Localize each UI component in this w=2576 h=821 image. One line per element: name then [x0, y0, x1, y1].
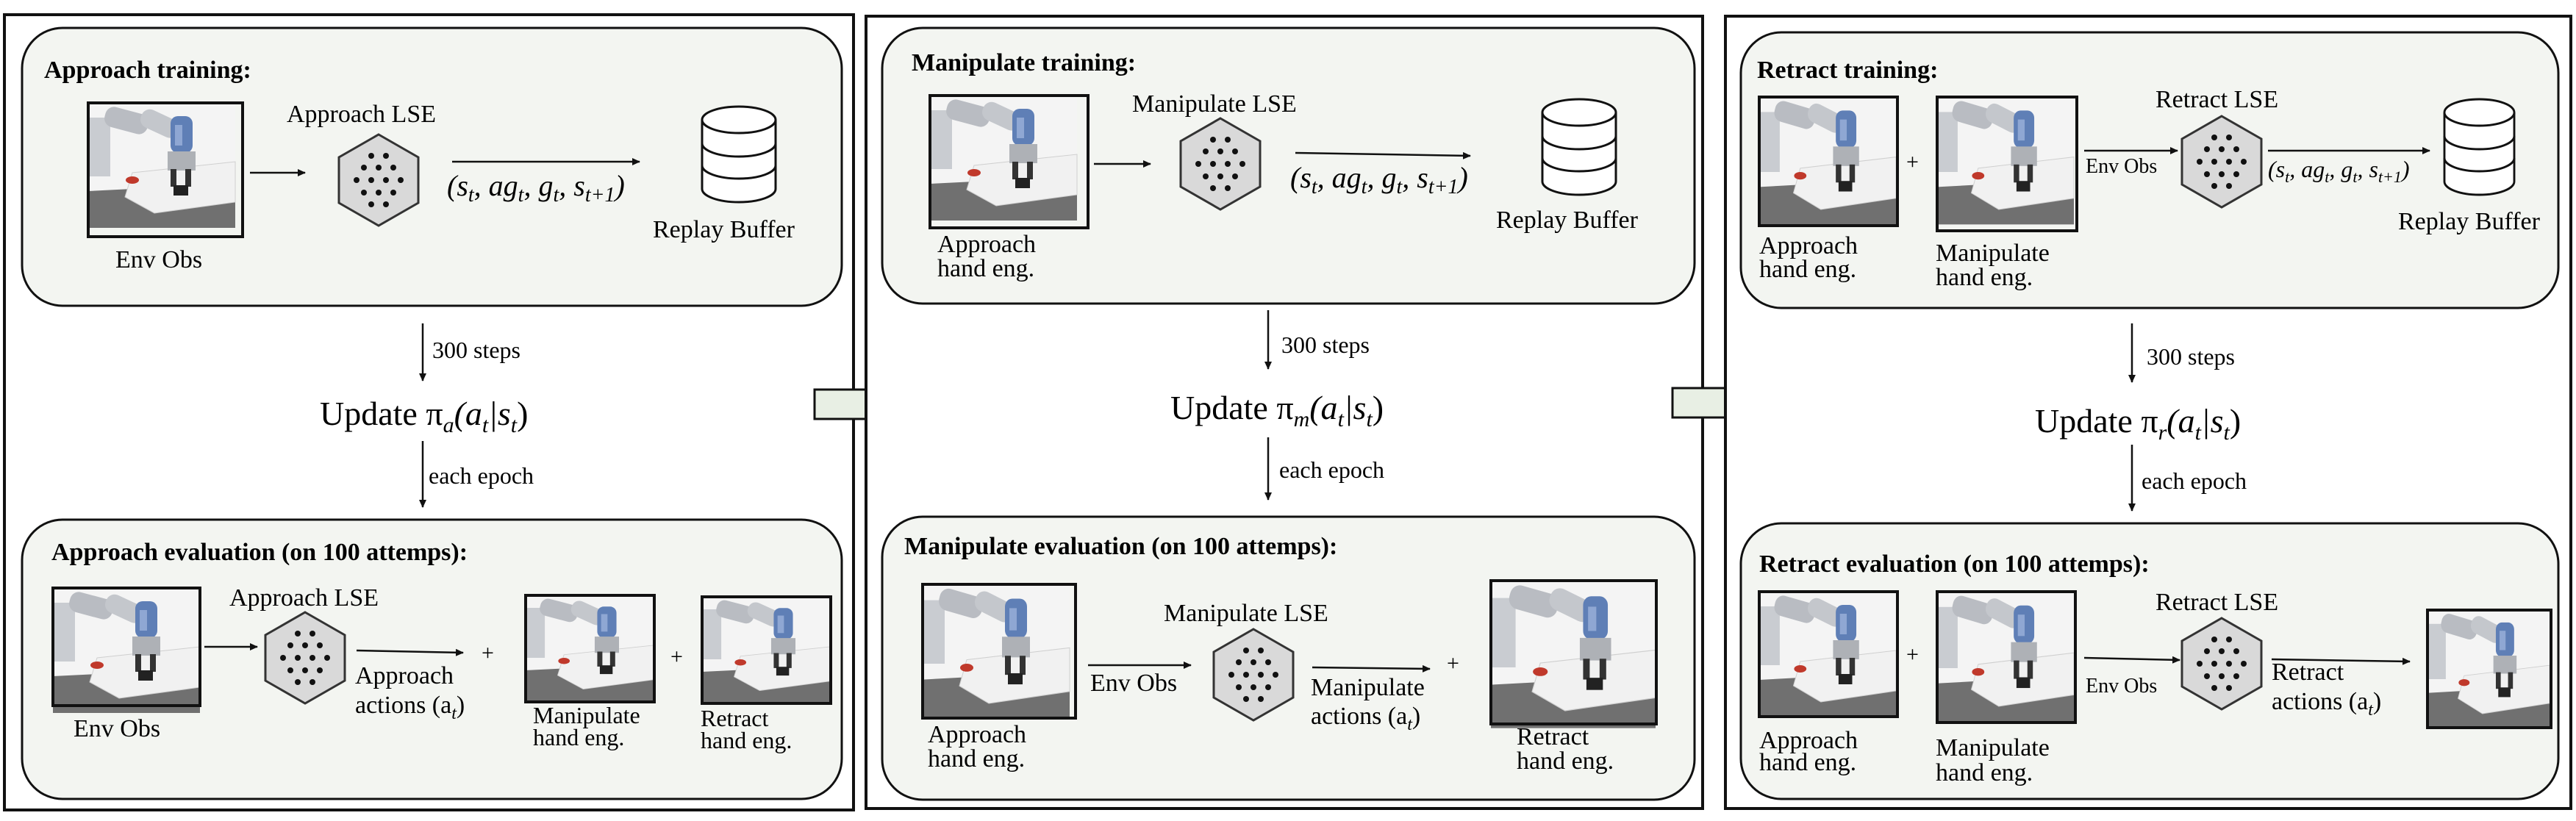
eval-actions-arrow-2: [1312, 664, 1431, 673]
eval-actions-line2-2: actions (at): [1311, 703, 1420, 734]
evaluation-title-2: Manipulate evaluation (on 100 attemps):: [904, 533, 1337, 560]
approach-hand-eng-line2: hand eng.: [937, 255, 1034, 282]
evaluation-title-3: Retract evaluation (on 100 attemps):: [1759, 551, 2150, 578]
manipulate-hand-eng-image: [524, 594, 656, 703]
panel-approach: Approach training: Env Obs Approach LSE …: [3, 13, 855, 811]
eval-lse-label: Approach LSE: [229, 584, 379, 612]
retract-hand-eng-line2: hand eng.: [701, 727, 792, 753]
plus-sign-4: +: [1906, 150, 1919, 174]
update-policy: Update πa(at|st): [320, 395, 528, 437]
eval-retract-hand-eng-image: [1489, 579, 1658, 729]
eval-actions-line1: Approach: [355, 662, 454, 689]
lse-label: Approach LSE: [287, 101, 436, 128]
training-approach-image: [1758, 96, 1899, 227]
epoch-label-3: each epoch: [2142, 467, 2247, 494]
transition-tuple: (st, agt, gt, st+1): [447, 169, 625, 207]
eval-approach-line1: Approach: [928, 721, 1026, 748]
lse-label-2: Manipulate LSE: [1132, 90, 1297, 118]
eval-actions-line2-3: actions (at): [2272, 688, 2381, 720]
manipulate-hand-eng-line1: Manipulate: [533, 702, 640, 728]
eval-actions-line1-2: Manipulate: [1311, 674, 1425, 701]
update-policy-3: Update πr(at|st): [2035, 402, 2241, 445]
evaluation-box: [21, 518, 843, 800]
training-approach-line1: Approach: [1759, 232, 1858, 259]
training-title-2: Manipulate training:: [912, 49, 1136, 76]
training-manipulate-line1: Manipulate: [1936, 240, 2050, 267]
approach-hand-eng-image: [929, 94, 1090, 229]
steps-label-3: 300 steps: [2147, 343, 2235, 370]
training-title: Approach training:: [44, 57, 251, 84]
manipulate-hand-eng-line2: hand eng.: [533, 724, 624, 750]
replay-buffer-icon-2: [1541, 98, 1617, 196]
eval-lse-label-2: Manipulate LSE: [1164, 600, 1328, 627]
eval-env-obs-label-2: Env Obs: [1090, 670, 1177, 697]
retract-hand-eng-line1: Retract: [701, 705, 769, 731]
replay-buffer-icon: [701, 105, 777, 204]
eval-env-obs-image: [51, 587, 201, 714]
eval-approach-line2: hand eng.: [928, 745, 1025, 772]
eval-approach-image-3: [1758, 590, 1899, 718]
training-title-3: Retract training:: [1757, 57, 1938, 84]
replay-buffer-icon-3: [2443, 98, 2516, 196]
training-manipulate-image: [1936, 96, 2078, 232]
panel-retract: Retract training: Approach hand eng. + M…: [1724, 15, 2572, 810]
epoch-label-2: each epoch: [1279, 456, 1384, 483]
steps-label: 300 steps: [432, 337, 520, 363]
plus-sign: +: [482, 641, 494, 665]
eval-actions-line1-3: Retract: [2272, 659, 2344, 686]
training-env-obs-label: Env Obs: [2086, 155, 2157, 178]
eval-approach-hand-eng-image: [921, 583, 1077, 720]
env-obs-label: Env Obs: [115, 246, 202, 273]
lse-label-3: Retract LSE: [2155, 86, 2278, 113]
evaluation-title: Approach evaluation (on 100 attemps):: [51, 539, 468, 566]
replay-buffer-label-3: Replay Buffer: [2398, 208, 2541, 235]
eval-obs-arrow-3: [2083, 656, 2180, 664]
eval-retract-line1: Retract: [1517, 723, 1589, 750]
eval-approach-line1-3: Approach: [1759, 727, 1858, 754]
replay-buffer-label: Replay Buffer: [653, 216, 795, 243]
retract-hand-eng-image: [701, 595, 832, 705]
transition-tuple-2: (st, agt, gt, st+1): [1290, 161, 1468, 198]
eval-env-obs-label: Env Obs: [74, 715, 160, 742]
epoch-label: each epoch: [429, 462, 534, 489]
plus-sign-3: +: [1447, 651, 1459, 675]
plus-sign-2: +: [670, 645, 683, 669]
eval-actions-arrow-3: [2271, 657, 2411, 665]
training-approach-line2: hand eng.: [1759, 256, 1856, 283]
eval-retract-line2: hand eng.: [1517, 747, 1614, 775]
eval-manipulate-line2-3: hand eng.: [1936, 759, 2033, 786]
training-manipulate-line2: hand eng.: [1936, 264, 2033, 291]
eval-approach-line2-3: hand eng.: [1759, 749, 1856, 776]
plus-sign-5: +: [1906, 642, 1919, 667]
eval-actions-line2: actions (at): [355, 692, 465, 723]
eval-manipulate-image-3: [1936, 590, 2077, 724]
tuple-arrow-2: [1295, 151, 1471, 159]
eval-manipulate-line1-3: Manipulate: [1936, 734, 2050, 761]
eval-output-image-3: [2426, 609, 2552, 729]
update-policy-2: Update πm(at|st): [1170, 389, 1384, 431]
transition-tuple-3: (st, agt, gt, st+1): [2268, 156, 2410, 186]
steps-label-2: 300 steps: [1281, 331, 1370, 358]
eval-env-obs-label-3: Env Obs: [2086, 675, 2157, 698]
env-obs-image: [87, 101, 244, 238]
panel-manipulate: Manipulate training: Approach hand eng. …: [865, 15, 1704, 810]
eval-actions-arrow: [356, 648, 464, 656]
approach-hand-eng-line1: Approach: [937, 231, 1036, 258]
replay-buffer-label-2: Replay Buffer: [1496, 207, 1639, 234]
eval-lse-label-3: Retract LSE: [2155, 589, 2278, 616]
